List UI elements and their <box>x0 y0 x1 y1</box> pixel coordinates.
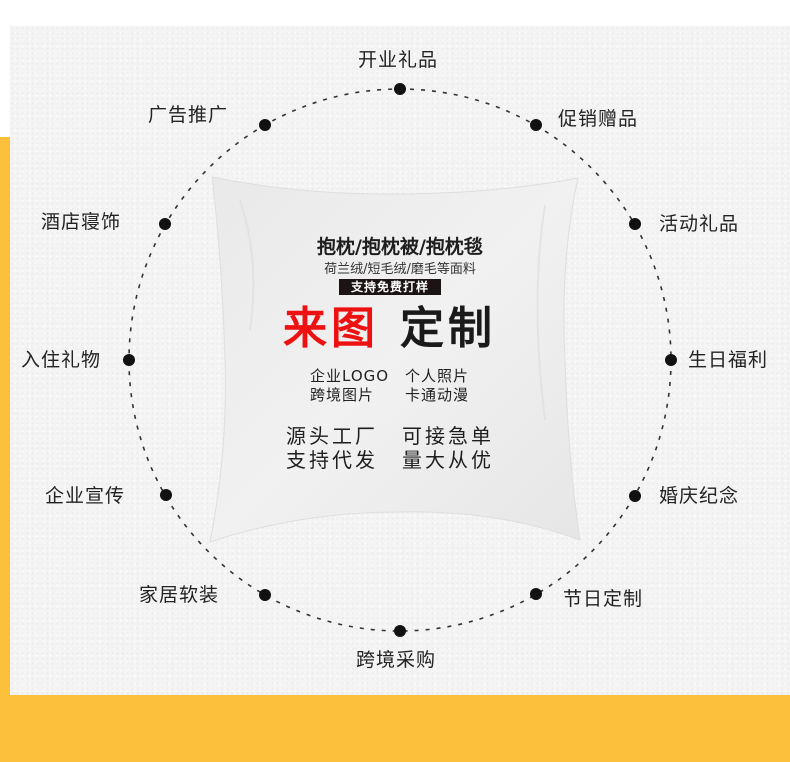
ring-dot-upper-right <box>530 119 542 131</box>
pillow-product-title: 抱枕/抱枕被/抱枕毯 <box>317 236 483 258</box>
label-advertising: 广告推广 <box>148 104 229 126</box>
pillow-materials: 荷兰绒/短毛绒/磨毛等面料 <box>324 262 476 277</box>
label-home-decor: 家居软装 <box>139 584 220 606</box>
ring-dot-left-2 <box>123 354 135 366</box>
selling-point-dropship: 支持代发 <box>286 448 378 472</box>
custom-type-crossborder: 跨境图片 <box>310 386 375 404</box>
ring-dot-right-2 <box>665 354 677 366</box>
ring-dot-lower-right <box>530 588 542 600</box>
label-opening-gift: 开业礼品 <box>358 49 439 71</box>
custom-type-logo: 企业LOGO <box>310 367 390 385</box>
label-hotel-bedding: 酒店寝饰 <box>41 211 122 233</box>
ring-dot-top <box>394 83 406 95</box>
accent-bar-bottom <box>0 695 790 762</box>
ring-dot-right-1 <box>629 218 641 230</box>
label-wedding-souvenir: 婚庆纪念 <box>659 485 740 507</box>
ring-dot-upper-left <box>259 119 271 131</box>
label-cross-border-purchase: 跨境采购 <box>356 649 437 671</box>
label-event-gift: 活动礼品 <box>659 213 740 235</box>
ring-dot-left-3 <box>160 489 172 501</box>
headline-red: 来图 <box>283 303 379 354</box>
label-housewarming-gift: 入住礼物 <box>21 349 102 371</box>
custom-type-photo: 个人照片 <box>405 367 470 385</box>
label-promo-gift: 促销赠品 <box>558 108 639 130</box>
label-corporate-promo: 企业宣传 <box>45 485 126 507</box>
custom-type-cartoon: 卡通动漫 <box>405 386 470 404</box>
selling-point-bulk: 量大从优 <box>402 448 494 472</box>
ring-dot-lower-left <box>259 589 271 601</box>
headline-dark: 定制 <box>400 303 496 354</box>
accent-bar-left <box>0 137 10 762</box>
label-holiday-custom: 节日定制 <box>563 588 644 610</box>
free-sample-badge: 支持免费打样 <box>339 279 441 295</box>
textured-panel <box>10 26 790 695</box>
ring-dot-bottom <box>394 625 406 637</box>
selling-point-factory: 源头工厂 <box>286 424 378 448</box>
label-birthday-benefit: 生日福利 <box>688 349 769 371</box>
ring-dot-left-1 <box>159 218 171 230</box>
selling-point-rush: 可接急单 <box>402 424 494 448</box>
ring-dot-right-3 <box>629 490 641 502</box>
